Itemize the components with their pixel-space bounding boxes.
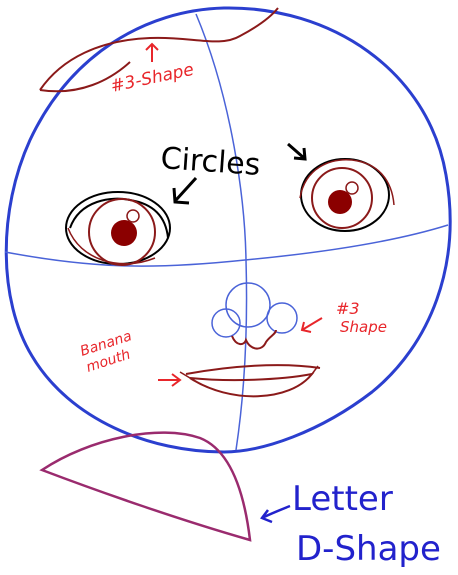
- head-outline: [4, 6, 452, 454]
- collar-d-shape: [39, 431, 252, 542]
- arrow-to-hair-icon: [145, 42, 159, 62]
- arrow-to-collar-icon: [260, 504, 291, 524]
- hair-3-shape-lower: [39, 61, 131, 93]
- arrow-to-right-eye-icon: [287, 142, 307, 161]
- circles-label: Circles: [159, 141, 261, 183]
- hair-shape-label: #3-Shape: [109, 60, 196, 97]
- arrow-to-nose-icon: [300, 317, 323, 333]
- horizontal-guide-line: [4, 224, 449, 267]
- nose-shape-label-line2: Shape: [340, 318, 387, 336]
- hair-3-shape: [39, 7, 279, 91]
- letter-d-shape-label-line2: D-Shape: [296, 529, 441, 569]
- arrow-to-left-eye-icon: [172, 176, 198, 205]
- nose: [211, 282, 298, 350]
- nose-shape-label-line1: #3: [336, 299, 360, 318]
- banana-mouth: [179, 364, 321, 398]
- left-eye: [65, 191, 171, 266]
- arrow-to-mouth-icon: [158, 373, 182, 387]
- letter-d-shape-label-line1: Letter: [292, 479, 393, 519]
- right-eye: [299, 158, 395, 232]
